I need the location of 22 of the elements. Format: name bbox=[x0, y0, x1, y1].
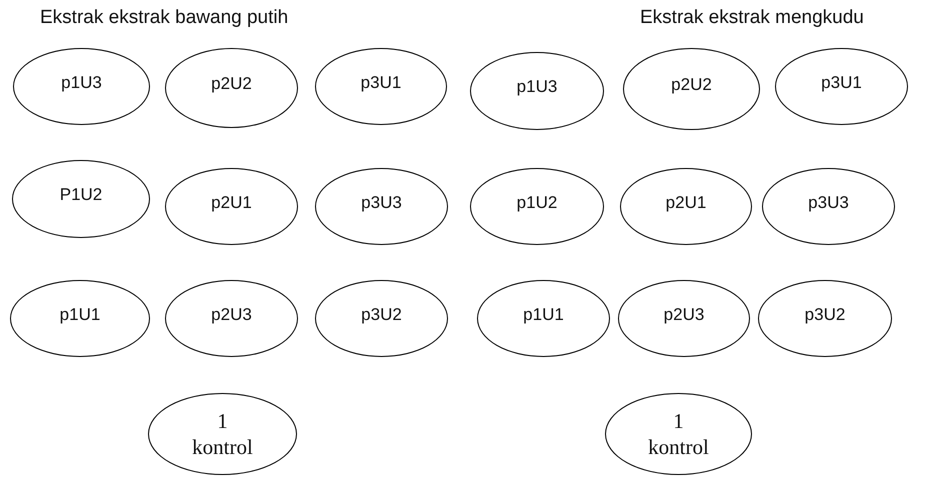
group-heading: Ekstrak ekstrak mengkudu bbox=[640, 6, 864, 30]
sample-label: p2U1 bbox=[666, 192, 706, 214]
sample-label: p3U1 bbox=[821, 72, 862, 94]
sample-label: p2U2 bbox=[671, 74, 712, 96]
sample-label: p1U1 bbox=[523, 304, 564, 326]
sample-label: 1 kontrol bbox=[648, 408, 709, 460]
sample-label: p1U2 bbox=[516, 192, 558, 214]
group-heading: Ekstrak ekstrak bawang putih bbox=[40, 6, 288, 30]
sample-label: p1U1 bbox=[60, 304, 100, 326]
sample-label: p1U3 bbox=[516, 76, 558, 98]
sample-label: P1U2 bbox=[60, 184, 102, 206]
sample-label: p2U2 bbox=[211, 73, 252, 95]
sample-label: p1U3 bbox=[61, 72, 102, 94]
sample-label: p3U2 bbox=[361, 304, 402, 326]
sample-label: p3U3 bbox=[361, 192, 402, 214]
sample-label: p2U3 bbox=[664, 304, 704, 326]
sample-label: p3U3 bbox=[808, 192, 849, 214]
sample-label: p3U2 bbox=[804, 304, 846, 326]
sample-label: 1 kontrol bbox=[192, 408, 253, 460]
sample-label: p2U3 bbox=[211, 304, 252, 326]
sample-label: p3U1 bbox=[360, 72, 402, 94]
sample-label: p2U1 bbox=[211, 192, 252, 214]
